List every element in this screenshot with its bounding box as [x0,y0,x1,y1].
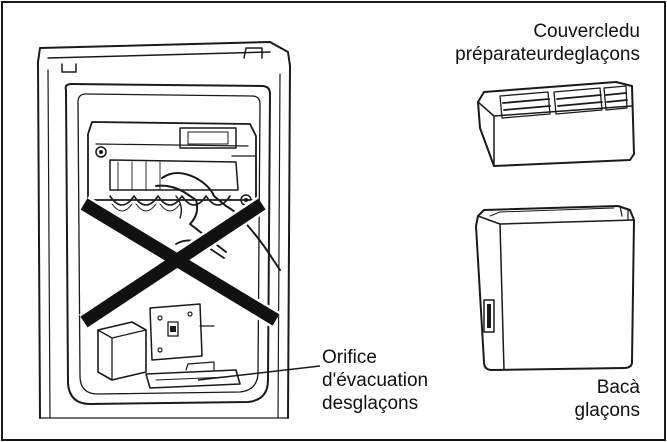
ice-maker-cover-label-line1: Couvercledu [533,21,640,42]
ice-maker-cover-label-line2: préparateurdeglaçons [455,44,640,65]
orifice-leader-line [197,365,321,381]
ice-bin-illustration [475,205,635,371]
ice-bin-label-line2: glaçons [574,400,641,421]
ice-orifice-label-line1: Orifice [322,347,377,368]
ice-bin-label: Bacà glaçons [575,376,641,422]
fridge-door-illustration [37,41,291,419]
ice-maker-cover-label: Couvercledu préparateurdeglaçons [455,20,640,66]
prohibited-cross-icon [79,196,281,330]
ice-bin-label-line1: Bacà [596,377,640,398]
ice-orifice-label-line3: desglaçons [322,393,419,414]
ice-orifice-label-line2: d'évacuation [322,370,429,391]
ice-maker-cover-illustration [477,81,635,167]
ice-orifice-label: Orifice d'évacuation desglaçons [322,346,428,415]
